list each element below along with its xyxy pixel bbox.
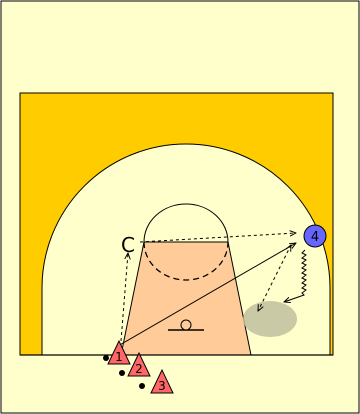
rim [180,319,192,331]
triangle-marker-icon [127,351,151,377]
triangle-player-1: 1 [107,339,131,365]
triangle-label: 1 [115,350,123,364]
triangle-marker-icon [150,368,174,394]
ball-dot-icon [103,355,109,361]
free-throw-circle-bottom [143,241,229,281]
triangle-player-2: 2 [127,351,151,377]
triangle-marker-icon [107,339,131,365]
triangle-player-3: 3 [150,368,174,394]
ball-dot-icon [139,383,145,389]
dribble-line-4 [284,249,307,302]
triangle-label: 2 [135,362,143,376]
player-circle-label: 4 [311,230,319,245]
paint-area [120,241,252,356]
player-circle-4: 4 [303,224,327,248]
cut-line-to-coach [120,253,128,342]
circle-marker-icon [303,224,327,248]
free-throw-circle-top [143,203,229,243]
pass-line-coach-to-4 [139,233,296,243]
triangle-label: 3 [158,379,166,393]
ball-dot-icon [119,370,125,376]
cut-line-4-down [258,245,291,311]
coach-label: C [121,233,135,257]
target-area [243,301,297,337]
